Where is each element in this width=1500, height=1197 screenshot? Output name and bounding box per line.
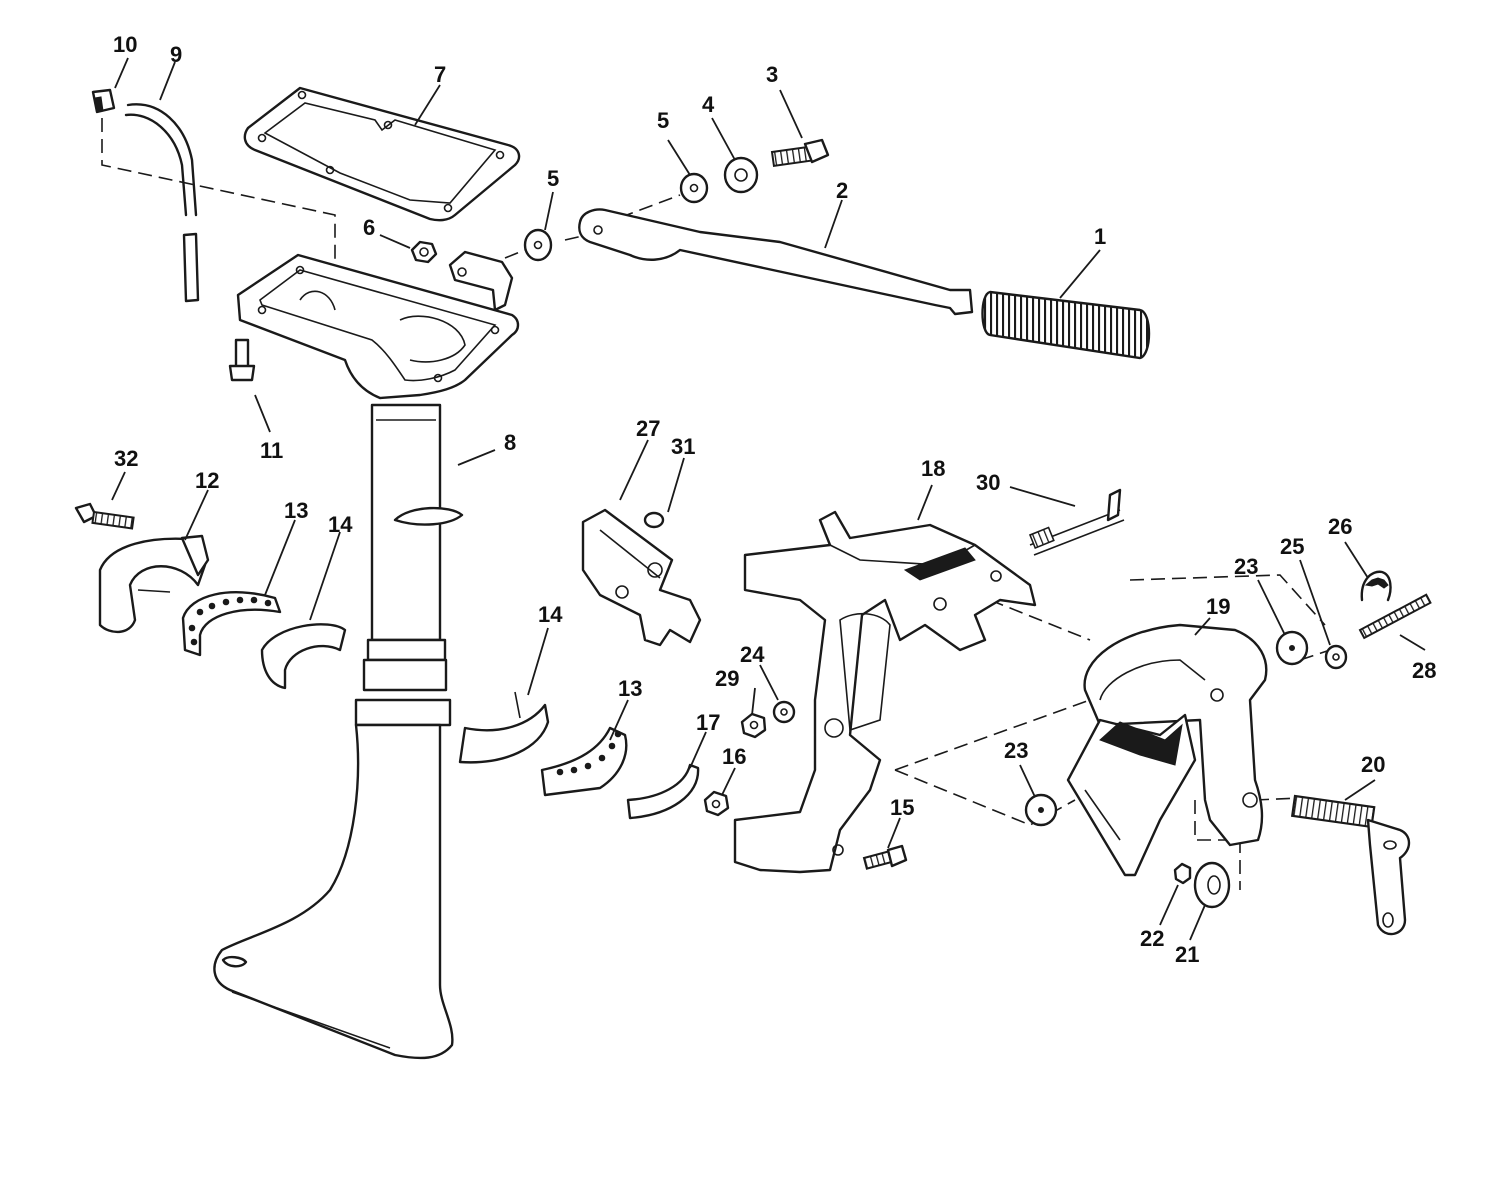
part-5-washer-right: [679, 172, 709, 204]
callout-9: 9: [170, 42, 182, 67]
callout-22: 22: [1140, 926, 1164, 951]
part-16-nut: [703, 790, 730, 817]
small-bracket: [448, 250, 514, 312]
part-9-tube: [124, 103, 200, 303]
callout-1: 1: [1094, 224, 1106, 249]
part-6-nut: [410, 240, 438, 264]
part-19-swivel-bracket: [1066, 623, 1268, 877]
part-4-washer: [723, 156, 759, 194]
callout-32: 32: [114, 446, 138, 471]
callout-21: 21: [1175, 942, 1199, 967]
part-8-exhaust-housing: [213, 253, 520, 1060]
callout-7: 7: [434, 62, 446, 87]
callout-23-bottom: 23: [1004, 738, 1028, 763]
callout-6: 6: [363, 215, 375, 240]
part-32-bolt: [74, 502, 135, 530]
leader-lines: [111, 57, 1426, 941]
part-31-pin: [643, 511, 665, 529]
callout-29: 29: [715, 666, 739, 691]
callout-8: 8: [504, 430, 516, 455]
callout-17: 17: [696, 710, 720, 735]
callout-5-left: 5: [547, 166, 559, 191]
part-18-clamp-bracket: [733, 510, 1037, 874]
callout-27: 27: [636, 416, 660, 441]
part-23-washer-bottom: [1024, 793, 1058, 827]
callout-13-right: 13: [618, 676, 642, 701]
callout-23-top: 23: [1234, 554, 1258, 579]
part-5-washer-left: [523, 228, 553, 262]
part-14-liner-right: [458, 691, 550, 764]
part-12-clamp: [98, 534, 210, 634]
part-28-stud: [1358, 593, 1432, 640]
callout-15: 15: [890, 795, 914, 820]
callout-4: 4: [702, 92, 715, 117]
callout-28: 28: [1412, 658, 1436, 683]
part-21-pad: [1193, 861, 1231, 909]
callout-24: 24: [740, 642, 765, 667]
part-2-lever: [578, 208, 974, 316]
part-29-nut: [740, 712, 767, 739]
callout-30: 30: [976, 470, 1000, 495]
part-20-clamp-screw: [1290, 794, 1411, 936]
callout-14-right: 14: [538, 602, 563, 627]
part-1-grip: [981, 290, 1151, 360]
part-25-washer: [1324, 644, 1348, 670]
callout-3: 3: [766, 62, 778, 87]
part-3-bolt: [770, 138, 830, 167]
callout-31: 31: [671, 434, 695, 459]
callout-16: 16: [722, 744, 746, 769]
part-17-strip: [626, 763, 700, 820]
callout-2: 2: [836, 178, 848, 203]
callout-11: 11: [260, 438, 283, 463]
assembly-guide-lines: [101, 118, 1331, 890]
callout-19: 19: [1206, 594, 1230, 619]
part-24-washer: [772, 700, 796, 724]
callout-10: 10: [113, 32, 137, 57]
part-10-clip: [91, 88, 116, 114]
part-26-spring: [1360, 570, 1392, 602]
callout-25: 25: [1280, 534, 1304, 559]
part-23-washer-top: [1275, 630, 1309, 666]
callout-5-right: 5: [657, 108, 669, 133]
part-13-bushing-right: [540, 726, 628, 797]
callout-26: 26: [1328, 514, 1352, 539]
part-7-gasket: [243, 86, 521, 222]
part-30-bolt: [1028, 488, 1125, 556]
part-11-screw: [228, 338, 256, 382]
callout-20: 20: [1361, 752, 1385, 777]
callout-18: 18: [921, 456, 945, 481]
part-22-nut: [1173, 862, 1192, 885]
part-27-bracket: [581, 508, 702, 647]
callout-labels: 1 2 3 4 5 5 6 7 8 9 10 11 12 13 13 14 14…: [113, 32, 1436, 967]
callout-13-left: 13: [284, 498, 308, 523]
part-13-bushing-left: [181, 591, 282, 657]
callout-12: 12: [195, 468, 219, 493]
part-15-screw: [862, 844, 908, 870]
callout-14-left: 14: [328, 512, 353, 537]
part-14-liner-left: [260, 623, 347, 690]
